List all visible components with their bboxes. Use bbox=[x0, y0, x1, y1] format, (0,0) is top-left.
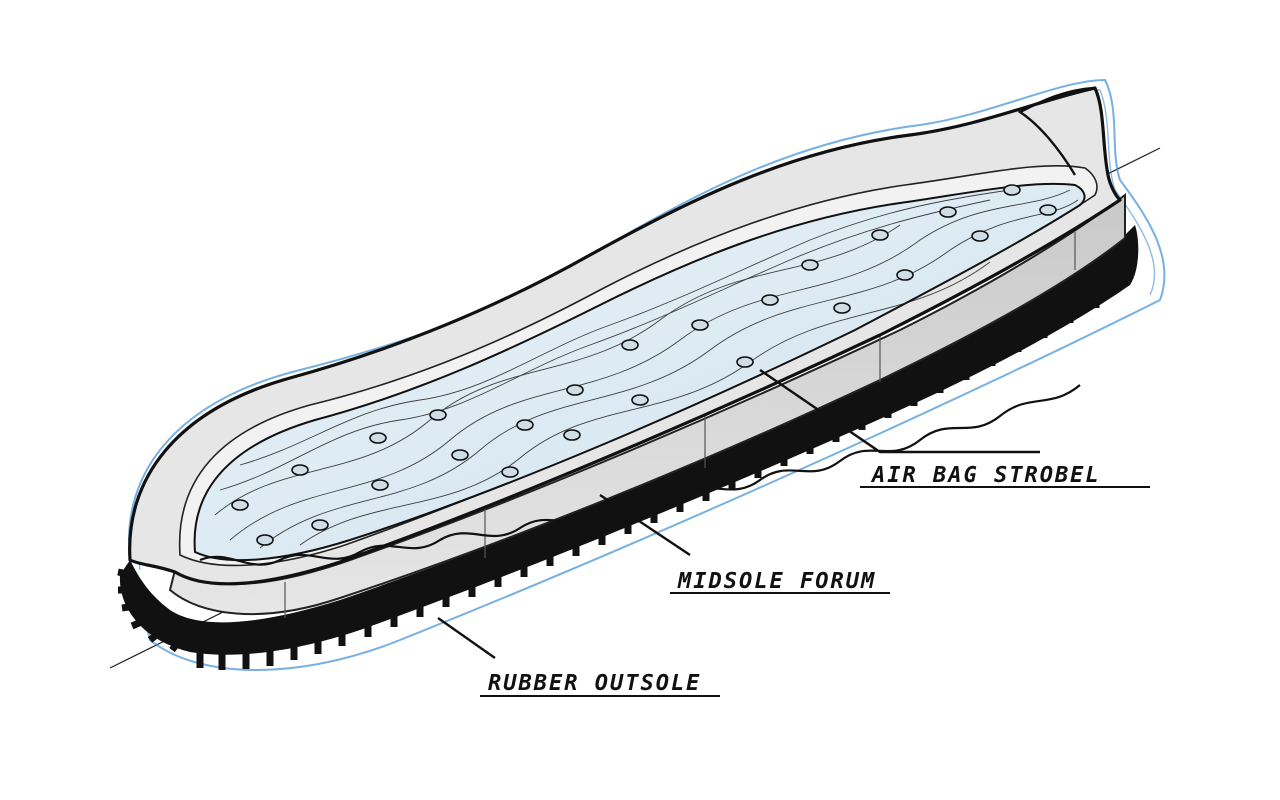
strobel-mesh bbox=[214, 189, 1079, 549]
air-bag-strobel bbox=[193, 182, 1086, 562]
air-bubbles bbox=[231, 184, 1057, 546]
midsole-forum-label: MIDSOLE FORUM bbox=[677, 569, 876, 594]
strobel-wave-edge bbox=[199, 384, 1081, 566]
outsole-tread bbox=[196, 272, 1122, 670]
outsole-leader-line bbox=[437, 617, 496, 659]
toe-tread bbox=[117, 568, 183, 653]
midsole-wall bbox=[168, 192, 1126, 616]
midsole-panel-lines bbox=[284, 232, 1076, 618]
rubber-outsole-label: RUBBER OUTSOLE bbox=[488, 671, 701, 696]
air-bag-strobel-label: AIR BAG STROBEL bbox=[870, 463, 1101, 488]
air-bag-leader-line bbox=[759, 369, 1040, 454]
heel-collar bbox=[1017, 86, 1096, 176]
midsole-leader-line bbox=[599, 494, 691, 556]
blue-sketch-halo bbox=[127, 78, 1166, 671]
